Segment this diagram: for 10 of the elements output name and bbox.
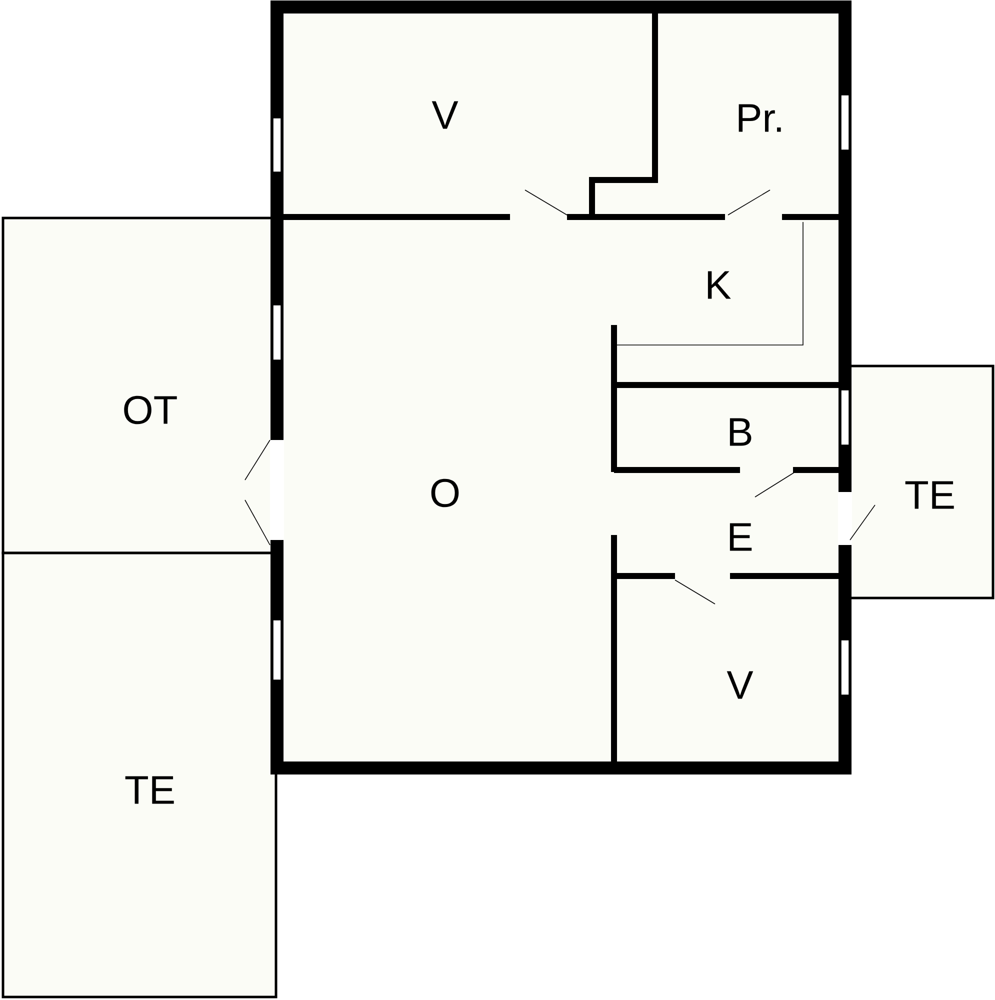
room-label: OT bbox=[124, 396, 177, 424]
room-label: E bbox=[730, 523, 752, 551]
room-label: V bbox=[726, 671, 754, 699]
room-label: O bbox=[431, 478, 459, 508]
room-label: Pr. bbox=[738, 104, 781, 132]
room-label: V bbox=[432, 101, 458, 129]
room-label: B bbox=[730, 418, 752, 446]
room-label: TE bbox=[905, 481, 954, 509]
room-label: TE bbox=[125, 776, 174, 804]
room-label: K bbox=[708, 271, 731, 299]
